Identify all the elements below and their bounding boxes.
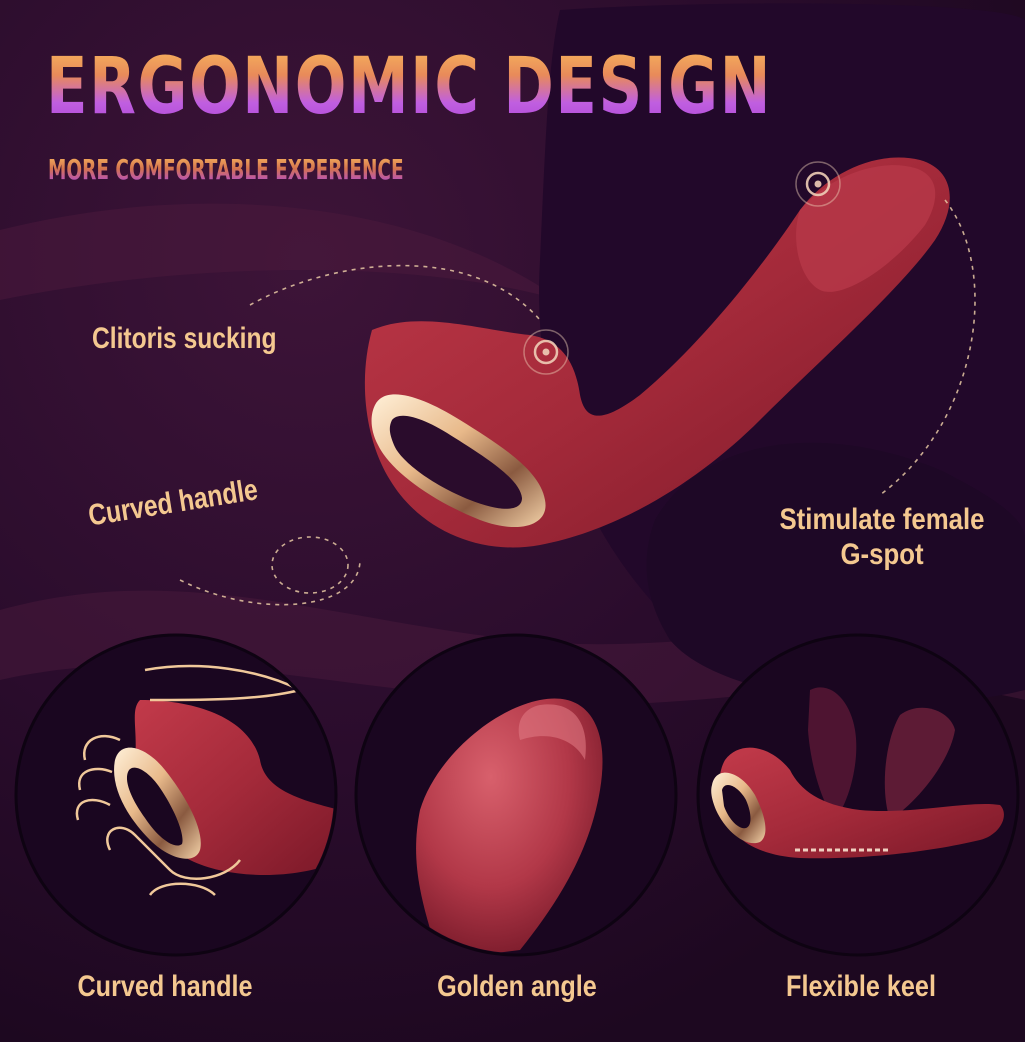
callout-clitoris-sucking: Clitoris sucking <box>92 322 277 355</box>
callout-g-spot-line2: G-spot <box>840 537 924 571</box>
page-title: ERGONOMIC DESIGN <box>46 42 773 132</box>
feature-caption-curved-handle: Curved handle <box>77 970 253 1003</box>
feature-caption-golden-angle: Golden angle <box>437 970 597 1003</box>
page-subtitle: MORE COMFORTABLE EXPERIENCE <box>48 153 404 186</box>
callout-g-spot: Stimulate female G-spot <box>770 503 994 572</box>
callout-g-spot-line1: Stimulate female <box>779 503 985 536</box>
feature-caption-flexible-keel: Flexible keel <box>786 970 936 1003</box>
